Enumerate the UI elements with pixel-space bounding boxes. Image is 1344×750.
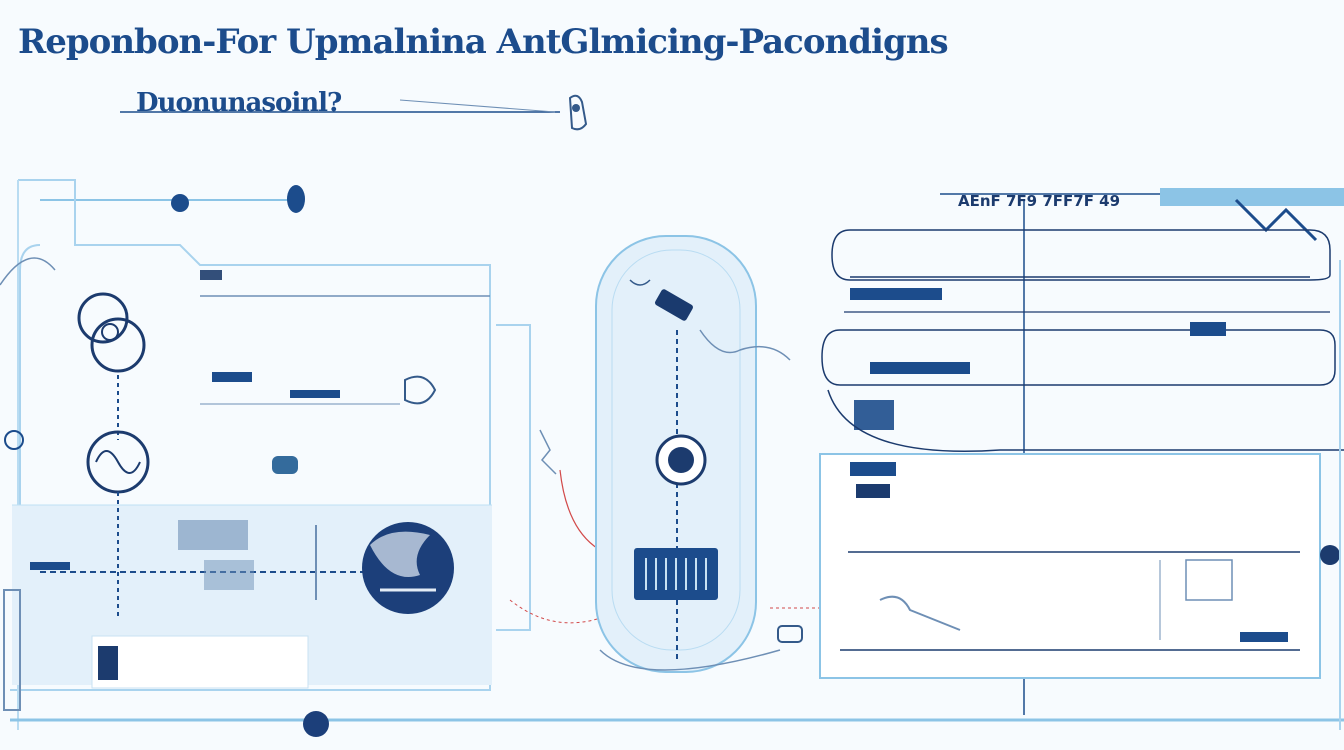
page-subtitle: Duonunasoinl? xyxy=(136,88,342,118)
gear-coil-icon xyxy=(77,292,146,373)
info-box xyxy=(91,635,309,689)
hand-tool-icon xyxy=(568,94,588,131)
data-bars xyxy=(178,372,400,590)
sensor-node-icon xyxy=(655,434,707,486)
right-panel-header: AEnF 7F9 7FF7F 49 xyxy=(958,192,1121,210)
chip-icon xyxy=(655,289,693,321)
signal-knob-icon xyxy=(86,430,150,494)
subtitle-block: Duonunasoinl? xyxy=(112,88,622,138)
left-panel xyxy=(0,179,1344,737)
connector-icon xyxy=(777,625,803,643)
connector-dot xyxy=(287,185,305,213)
connector-dot xyxy=(303,711,329,737)
middle-pill xyxy=(595,235,803,673)
right-panel xyxy=(819,188,1344,730)
subtitle-underline xyxy=(120,99,560,113)
globe-icon xyxy=(362,522,454,614)
keypad-module-icon xyxy=(634,548,718,600)
connector-dot xyxy=(171,194,189,212)
status-bar xyxy=(30,562,70,570)
page-title: Reponbon-For Upmalnina AntGlmicing-Pacon… xyxy=(18,22,949,62)
sensor-node-icon xyxy=(272,456,298,474)
